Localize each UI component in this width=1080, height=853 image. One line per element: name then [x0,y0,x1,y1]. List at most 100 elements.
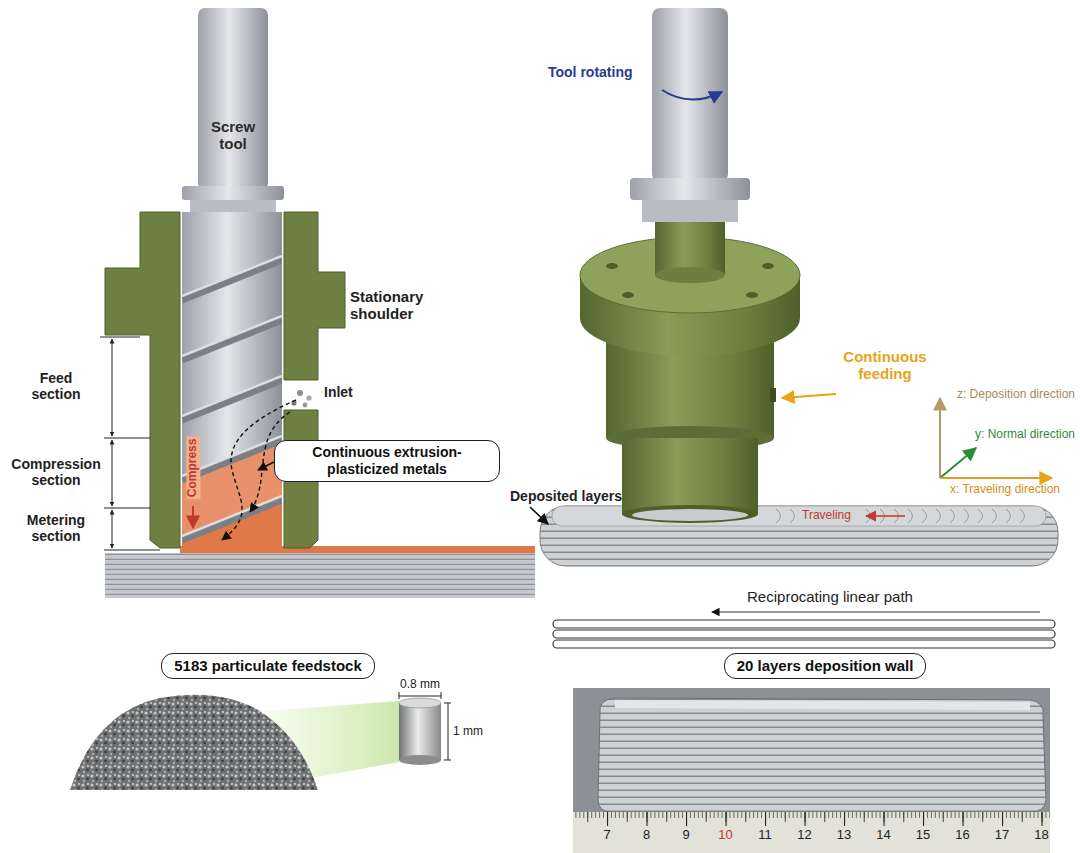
layers-leader [530,507,548,524]
screw-tool [182,260,282,540]
feeding-arrow [782,394,836,398]
axes [940,448,976,478]
ruler-number: 7 [603,828,610,843]
screw-tool [182,212,282,548]
ruler-number: 16 [955,828,969,843]
screw-tool [182,496,282,536]
node-text: Continuous extrusion-plasticized metals [287,444,487,478]
feedstock-pile [70,695,318,790]
dimension-bracket [112,440,113,506]
particle-cylinder [399,703,441,760]
screw-tool [182,500,282,548]
dimension-bracket [112,339,113,436]
stationary-shoulder [105,212,345,548]
dimension-bracket [104,550,160,551]
path-diagram [553,620,1055,628]
deposition-tool [655,267,725,283]
stationary-shoulder [303,403,308,408]
callout-box: Continuous extrusion-plasticized metals [274,440,500,482]
leader-line [258,462,274,470]
deposited-wall [540,506,1058,566]
deposition-tool [622,292,634,298]
ruler-number: 10 [718,828,732,843]
ruler-number: 9 [682,828,689,843]
particle-cylinder [444,760,451,761]
screw-tool [182,256,282,296]
axis-label: x: Traveling direction [950,483,1060,497]
part-label: Inlet [324,384,353,400]
process-label: Compress [186,437,200,500]
particle-cylinder [448,703,449,760]
ruler-number: 11 [758,828,772,843]
screw-tool [182,376,282,416]
screw-tool [182,8,284,548]
stationary-shoulder [105,212,180,548]
deposition-tool [746,292,758,298]
deposition-tool [580,8,800,523]
deposited-wall [540,506,1058,566]
dimension-bracket [100,337,140,338]
motion-label: Tool rotating [548,64,633,80]
deposition-tool [632,509,748,521]
screw-tool [182,380,282,420]
process-label: Continuous feeding [830,348,940,383]
deposition-tool [606,263,618,269]
stationary-shoulder [284,212,345,380]
callout-box: 5183 particulate feedstock [161,653,375,679]
section-label: Compression section [6,456,106,488]
motion-label: Traveling [800,509,853,523]
wall-photo [573,688,1050,853]
wall-photo [598,698,1046,812]
screw-tool [182,260,282,300]
feedstock-pile [70,695,399,790]
screw-tool [182,320,282,360]
particle-cylinder [399,755,441,765]
deposition-tool [622,438,758,514]
dimension-bracket [112,510,113,548]
feeding-arrow [782,394,836,398]
stationary-shoulder [306,395,311,400]
ruler-number: 14 [876,828,890,843]
axis-label: y: Normal direction [975,428,1075,442]
node-text: 5183 particulate feedstock [174,657,362,675]
screw-tool [198,8,268,190]
compress-arrow [192,506,194,528]
axes [939,398,941,478]
path-diagram [553,630,1055,638]
substrate [105,553,535,598]
particle-cylinder [399,696,441,697]
deposition-tool [630,178,750,200]
path-diagram [712,611,1040,612]
ruler-number: 13 [837,828,851,843]
deposition-tool [652,8,728,182]
ruler-number: 18 [1034,828,1048,843]
particle-cylinder [399,698,441,708]
particle-cylinder [441,692,442,699]
rotation-arrow [662,90,722,100]
deposition-tool [770,388,776,402]
particle-cylinder [399,692,400,699]
ruler-number: 15 [916,828,930,843]
deposited-wall [776,509,1025,523]
path-diagram [553,612,1055,648]
section-label: Feed section [23,370,89,402]
node-text: 20 layers deposition wall [737,657,914,675]
screw-tool [182,256,282,548]
wall-photo [573,688,1050,853]
particle-cylinder [399,692,451,765]
wall-photo [573,812,1050,853]
path-diagram [553,640,1055,648]
deposition-tool [762,263,774,269]
dimension-bracket [104,438,150,439]
screw-tool [182,500,282,540]
path-label: Reciprocating linear path [747,588,913,605]
stationary-shoulder [297,390,303,396]
particle-cylinder [444,703,451,704]
compress-arrow [193,506,194,528]
ruler-number: 12 [797,828,811,843]
part-label: Screw tool [201,118,265,153]
traveling-arrow [866,515,905,517]
section-label: Metering section [12,512,100,544]
screw-tool [182,256,282,536]
